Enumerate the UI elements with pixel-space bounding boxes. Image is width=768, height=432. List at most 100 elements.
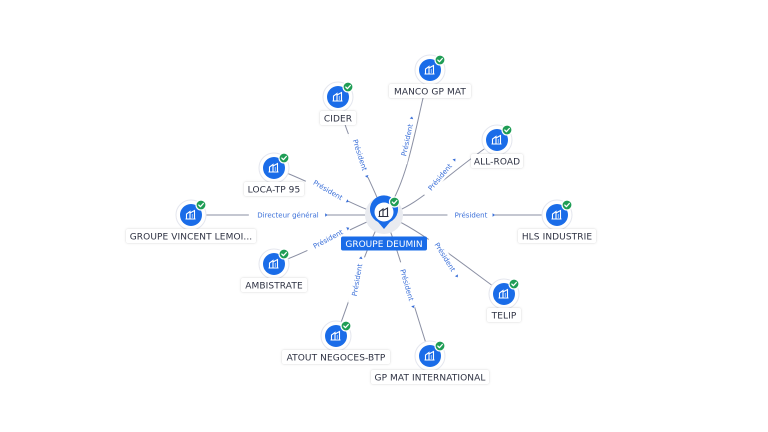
arrow-icon bbox=[409, 116, 414, 120]
edge-label: Président bbox=[427, 162, 454, 192]
center-node-label: GROUPE DEUMIN bbox=[345, 240, 422, 250]
node-label: ATOUT NEGOCES-BTP bbox=[287, 354, 386, 364]
company-icon bbox=[424, 350, 435, 361]
edge-label: Président bbox=[351, 263, 365, 297]
company-icon bbox=[332, 91, 343, 102]
company-icon bbox=[424, 64, 435, 75]
node-disc bbox=[493, 283, 515, 305]
edge-label-group: Président bbox=[428, 234, 462, 280]
node-label: MANCO GP MAT bbox=[394, 88, 466, 98]
nodes-layer: MANCO GP MAT CIDER ALL-ROAD LOCA-TP 95 GROUP… bbox=[126, 54, 596, 384]
company-node-atout[interactable]: ATOUT NEGOCES-BTP bbox=[282, 320, 390, 364]
edge-label-group: Président bbox=[447, 210, 496, 220]
company-icon bbox=[551, 209, 562, 220]
edge-hls: Président bbox=[384, 210, 557, 220]
arrow-icon bbox=[454, 274, 458, 278]
company-node-hls[interactable]: HLS INDUSTRIE bbox=[518, 199, 596, 243]
node-label: HLS INDUSTRIE bbox=[522, 233, 593, 243]
edge-label-group: Président bbox=[347, 255, 367, 305]
center-node-label-bg bbox=[341, 236, 427, 251]
node-disc bbox=[180, 204, 202, 226]
company-node-allroad[interactable]: ALL-ROAD bbox=[471, 124, 523, 168]
arrow-icon bbox=[364, 174, 369, 178]
verified-check-icon bbox=[501, 124, 513, 136]
edge-label-bg bbox=[347, 255, 367, 305]
company-icon bbox=[330, 330, 341, 341]
node-label-bg bbox=[371, 370, 489, 384]
edge-label-bg bbox=[304, 223, 352, 255]
verified-check-icon bbox=[434, 54, 446, 66]
node-disc bbox=[325, 325, 347, 347]
company-node-gpmatint[interactable]: GP MAT INTERNATIONAL bbox=[371, 340, 489, 384]
verified-check-icon bbox=[278, 248, 290, 260]
node-disc bbox=[419, 59, 441, 81]
node-label-bg bbox=[320, 111, 356, 125]
node-label: GP MAT INTERNATIONAL bbox=[375, 374, 486, 384]
edge-label-bg bbox=[397, 115, 417, 165]
edge-label-bg bbox=[395, 260, 419, 310]
node-disc bbox=[263, 253, 285, 275]
node-disc bbox=[263, 157, 285, 179]
company-node-telip[interactable]: TELIP bbox=[487, 278, 521, 322]
node-label: LOCA-TP 95 bbox=[248, 186, 301, 196]
arrow-icon bbox=[452, 158, 456, 162]
arrow-icon bbox=[346, 227, 350, 231]
arrow-icon bbox=[492, 213, 496, 217]
node-label: GROUPE VINCENT LEMOI... bbox=[130, 233, 253, 243]
node-label-bg bbox=[471, 154, 523, 168]
edge-label: Président bbox=[398, 268, 415, 302]
verified-check-icon bbox=[278, 152, 290, 164]
company-icon bbox=[498, 288, 509, 299]
edge-vincent: Directeur général bbox=[191, 210, 384, 220]
node-label-bg bbox=[282, 350, 390, 364]
arrow-icon bbox=[345, 199, 349, 203]
center-node[interactable]: GROUPE DEUMIN bbox=[341, 195, 427, 251]
verified-check-icon bbox=[388, 196, 401, 208]
verified-check-icon bbox=[340, 320, 352, 332]
verified-check-icon bbox=[342, 81, 354, 93]
edge-label: Président bbox=[351, 138, 369, 172]
node-disc bbox=[327, 86, 349, 108]
company-node-cider[interactable]: CIDER bbox=[320, 81, 356, 125]
company-icon bbox=[268, 258, 279, 269]
company-node-manco[interactable]: MANCO GP MAT bbox=[389, 54, 471, 98]
company-node-ambistrate[interactable]: AMBISTRATE bbox=[241, 248, 307, 292]
edge-label: Président bbox=[312, 179, 344, 202]
arrow-icon bbox=[325, 213, 328, 217]
edge-label-group: Président bbox=[305, 173, 351, 207]
edge-label-bg bbox=[421, 155, 459, 199]
edge-label: Président bbox=[433, 241, 457, 273]
edge-label: Président bbox=[455, 212, 488, 220]
edge-label-group: Directeur général bbox=[248, 210, 328, 220]
company-icon bbox=[185, 209, 196, 220]
company-node-vincent[interactable]: GROUPE VINCENT LEMOI... bbox=[126, 199, 256, 243]
node-label: TELIP bbox=[491, 312, 517, 322]
company-icon bbox=[378, 207, 389, 218]
node-label: AMBISTRATE bbox=[245, 282, 303, 292]
node-label-bg bbox=[518, 229, 596, 243]
edge-label: Directeur général bbox=[257, 212, 318, 220]
verified-check-icon bbox=[561, 199, 573, 211]
edge-label-bg bbox=[447, 210, 495, 220]
verified-check-icon bbox=[195, 199, 207, 211]
edge-label-bg bbox=[248, 210, 328, 220]
node-label: CIDER bbox=[324, 115, 352, 125]
edge-label-bg bbox=[347, 131, 373, 179]
verified-check-icon bbox=[508, 278, 520, 290]
edge-label-group: Président bbox=[421, 155, 459, 199]
edge-label-bg bbox=[428, 234, 462, 280]
verified-check-icon bbox=[434, 340, 446, 352]
arrow-icon bbox=[411, 305, 415, 309]
company-icon bbox=[491, 134, 502, 145]
node-disc bbox=[419, 345, 441, 367]
node-label-bg bbox=[241, 278, 307, 292]
company-node-loca[interactable]: LOCA-TP 95 bbox=[244, 152, 304, 196]
node-label-bg bbox=[389, 84, 471, 98]
edge-label-bg bbox=[305, 173, 351, 207]
node-label-bg bbox=[126, 229, 256, 243]
edge-label-group: Président bbox=[347, 131, 373, 179]
node-label: ALL-ROAD bbox=[474, 158, 520, 168]
node-label-bg bbox=[487, 308, 521, 322]
edge-label-group: Président bbox=[395, 260, 419, 310]
